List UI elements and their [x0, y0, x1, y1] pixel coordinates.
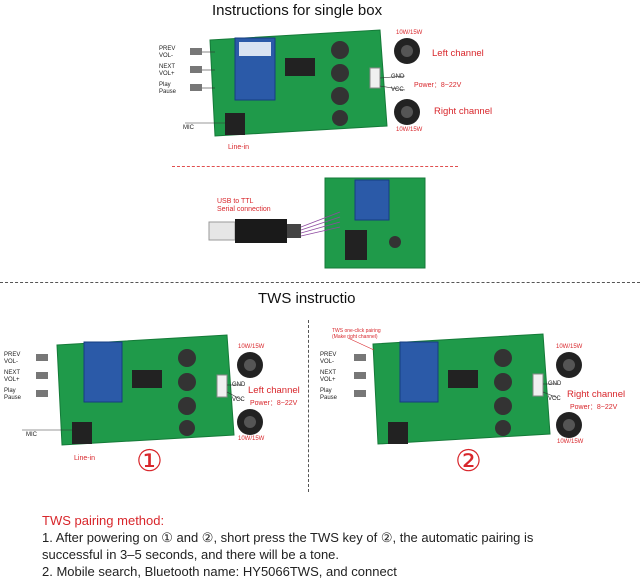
serial-label: USB to TTL Serial connection — [217, 198, 271, 213]
tws2-power-label: Power：8~22V — [570, 404, 618, 411]
serial-drawing — [208, 177, 426, 269]
left-channel-label: Left channel — [432, 48, 484, 59]
tws1-power-label: Power：8~22V — [250, 400, 298, 407]
tws2-button-play: Play Pause — [320, 388, 338, 401]
tws-board-2: TWS one-click pairing (Make right channe… — [318, 322, 638, 472]
speaker-top-label: 10W/15W — [396, 30, 423, 36]
pairing-method-line-3: 2. Mobile search, Bluetooth name: HY5066… — [42, 564, 397, 579]
single-box-board-drawing — [185, 29, 406, 137]
tws1-line-in-label: Line-in — [74, 455, 96, 462]
speaker-top-icon — [393, 37, 421, 70]
tws2-button-prev: PREV VOL- — [320, 352, 337, 365]
tws2-button-next: NEXT VOL+ — [320, 370, 337, 383]
page-title: Instructions for single box — [212, 2, 383, 19]
speaker-bottom-label: 10W/15W — [396, 127, 423, 133]
tws-board-1-drawing — [22, 334, 243, 446]
tws2-number: ② — [455, 444, 482, 479]
right-channel-label: Right channel — [434, 106, 493, 117]
tws2-speaker-top-icon — [555, 351, 583, 384]
tws-title: TWS instructio — [258, 290, 356, 307]
tws1-speaker-top-icon — [236, 351, 264, 384]
tws-board-2-drawing — [347, 333, 559, 445]
button-label-next: NEXT VOL+ — [159, 64, 176, 77]
tws1-button-next: NEXT VOL+ — [4, 370, 21, 383]
tws2-channel-label: Right channel — [567, 389, 626, 400]
tws2-pairing-note: TWS one-click pairing (Make right channe… — [332, 328, 381, 340]
speaker-bottom-icon — [393, 98, 421, 131]
tws2-gnd-label: GND — [548, 381, 562, 387]
tws1-gnd-label: GND — [232, 382, 246, 388]
red-divider — [172, 166, 458, 167]
pairing-method-line-2: successful in 3–5 seconds, and there wil… — [42, 547, 340, 562]
serial-connection-diagram: USB to TTL Serial connection — [205, 172, 445, 272]
tws1-vcc-label: VCC — [232, 397, 245, 403]
tws1-channel-label: Left channel — [248, 385, 300, 396]
power-label: Power：8~22V — [414, 82, 462, 89]
tws1-number: ① — [136, 444, 163, 479]
pairing-method-text: TWS pairing method: 1. After powering on… — [42, 512, 533, 580]
tws1-speaker-bottom-icon — [236, 408, 264, 441]
tws2-speaker-bottom-icon — [555, 411, 583, 444]
mic-label: MIC — [183, 125, 194, 131]
pairing-method-line-1: 1. After powering on ① and ②, short pres… — [42, 530, 534, 545]
tws-vertical-divider — [308, 320, 309, 492]
line-in-label: Line-in — [228, 144, 250, 151]
button-label-play: Play Pause — [159, 82, 177, 95]
tws1-button-prev: PREV VOL- — [4, 352, 21, 365]
gnd-label: GND — [391, 74, 405, 80]
button-label-prev: PREV VOL- — [159, 46, 176, 59]
tws2-speaker-bottom-label: 10W/15W — [557, 439, 584, 445]
tws2-speaker-top-label: 10W/15W — [556, 344, 583, 350]
tws1-mic-label: MIC — [26, 432, 37, 438]
section-divider — [0, 282, 640, 283]
pairing-method-heading: TWS pairing method: — [42, 513, 165, 528]
single-box-diagram: PREV VOL- NEXT VOL+ Play Pause MIC Line-… — [155, 28, 455, 158]
tws2-vcc-label: VCC — [548, 396, 561, 402]
tws1-button-play: Play Pause — [4, 388, 22, 401]
tws1-speaker-top-label: 10W/15W — [238, 344, 265, 350]
vcc-label: VCC — [391, 87, 404, 93]
tws1-speaker-bottom-label: 10W/15W — [238, 436, 265, 442]
tws-board-1: PREV VOL- NEXT VOL+ Play Pause MIC Line-… — [2, 330, 312, 470]
